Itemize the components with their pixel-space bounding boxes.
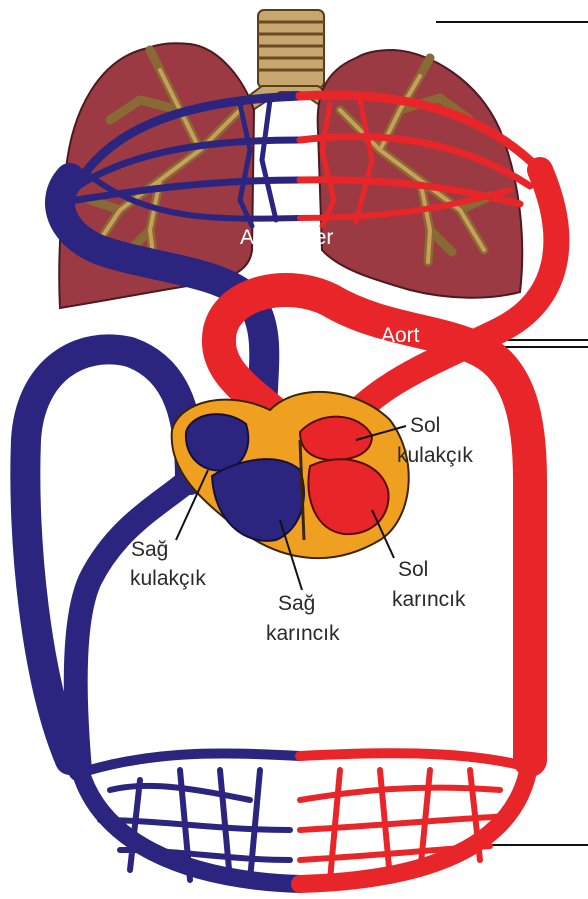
pulmonary-vessel-blue-6 [262,100,276,220]
capillary-bed-top-blue [90,753,300,770]
left-ventricle-label-line1: Sol [398,558,428,581]
right-ventricle-label-line1: Sağ [278,592,315,615]
right-ventricle-label-line2: karıncık [266,622,340,645]
aorta-label: Aort [381,324,420,347]
right-atrium-label-line2: kulakçık [130,567,206,590]
left-atrium-label-line2: kulakçık [397,444,473,467]
vena-cava [76,470,200,770]
heart [172,392,409,558]
capillary-bed-top-red [300,753,524,766]
left-ventricle-label-line2: karıncık [392,588,466,611]
left-atrium-label-line1: Sol [410,414,440,437]
right-ventricle-chamber [212,459,304,541]
right-lung [318,50,523,298]
right-atrium-label-line1: Sağ [131,538,168,561]
systemic-capillaries [80,753,530,884]
lungs-label: Akciğerler [240,226,333,249]
